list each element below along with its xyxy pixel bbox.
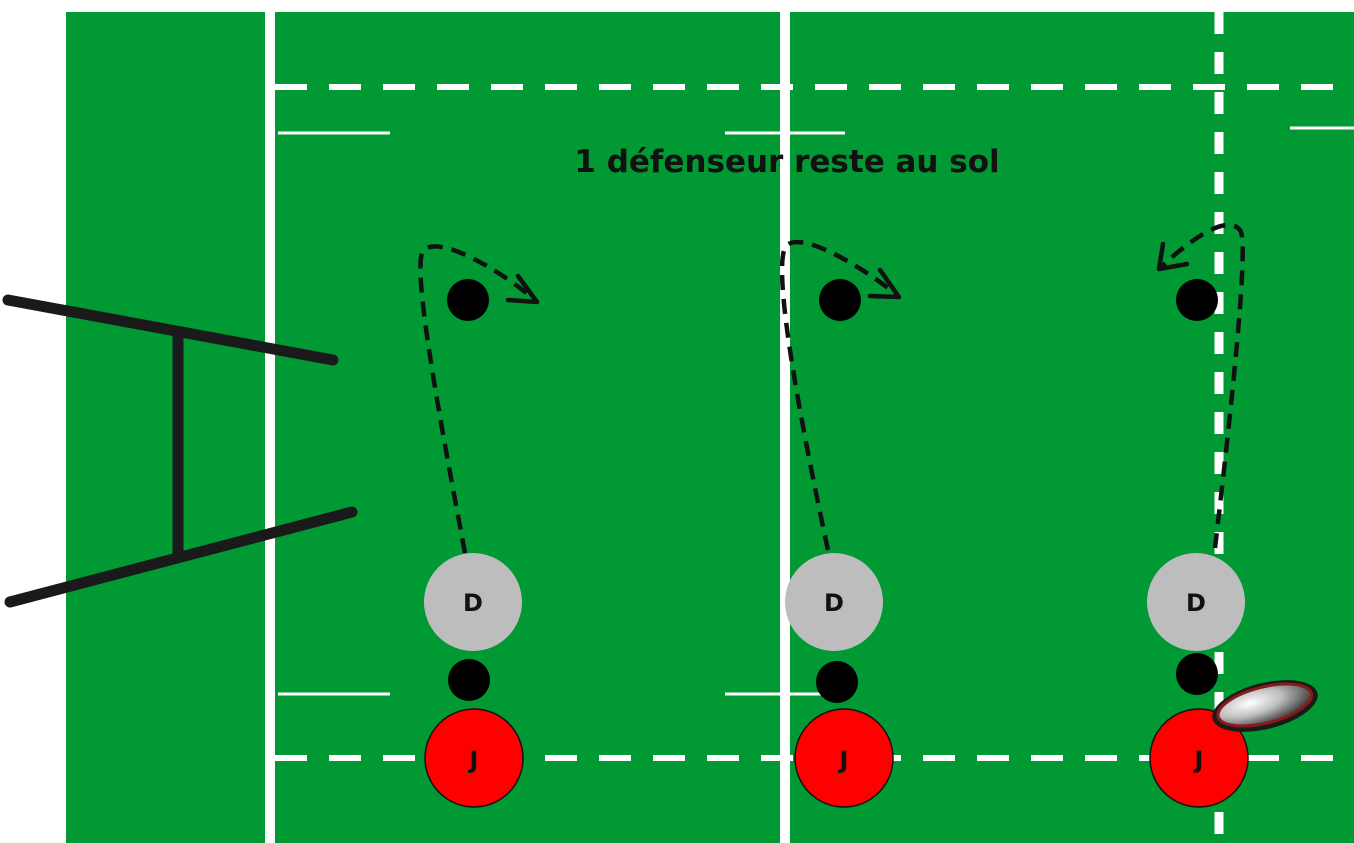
defender-label: D [1186, 589, 1206, 617]
ground-markers [448, 653, 1218, 703]
halfway-style-line [780, 12, 790, 843]
defender-token [1147, 553, 1245, 651]
drill-caption: 1 défenseur reste au sol [574, 144, 1000, 180]
top-markers [447, 279, 1218, 321]
run-paths [418, 222, 1245, 554]
goal-posts [2, 294, 358, 608]
player-on-ground-marker [448, 659, 490, 701]
attacker-token [424, 708, 524, 808]
arrowhead-2 [867, 267, 902, 300]
goal-upright-bottom [4, 506, 358, 608]
ruck-marker [447, 279, 489, 321]
run-path-2 [779, 239, 899, 551]
pitch [66, 12, 1354, 843]
run-arrowheads [505, 241, 1190, 305]
run-path-3 [1158, 222, 1245, 549]
attacker-token [1149, 708, 1249, 808]
ruck-marker [1176, 279, 1218, 321]
arrowhead-3 [1156, 241, 1190, 272]
ball-body [1216, 682, 1314, 728]
defender-token [785, 553, 883, 651]
defender-label: D [824, 589, 844, 617]
run-path-1 [418, 244, 537, 554]
player-on-ground-marker [1176, 653, 1218, 695]
attacker-label: J [468, 746, 479, 774]
defender-label: D [463, 589, 483, 617]
attacker-label: J [838, 746, 849, 774]
rugby-ball-icon [1212, 680, 1318, 732]
attacker-token [794, 708, 894, 808]
ruck-marker [819, 279, 861, 321]
arrowhead-1 [505, 273, 540, 305]
attacker-label: J [1193, 746, 1204, 774]
goal-upright-top [2, 294, 339, 366]
defender-token [424, 553, 522, 651]
try-line [265, 12, 275, 843]
player-on-ground-marker [816, 661, 858, 703]
